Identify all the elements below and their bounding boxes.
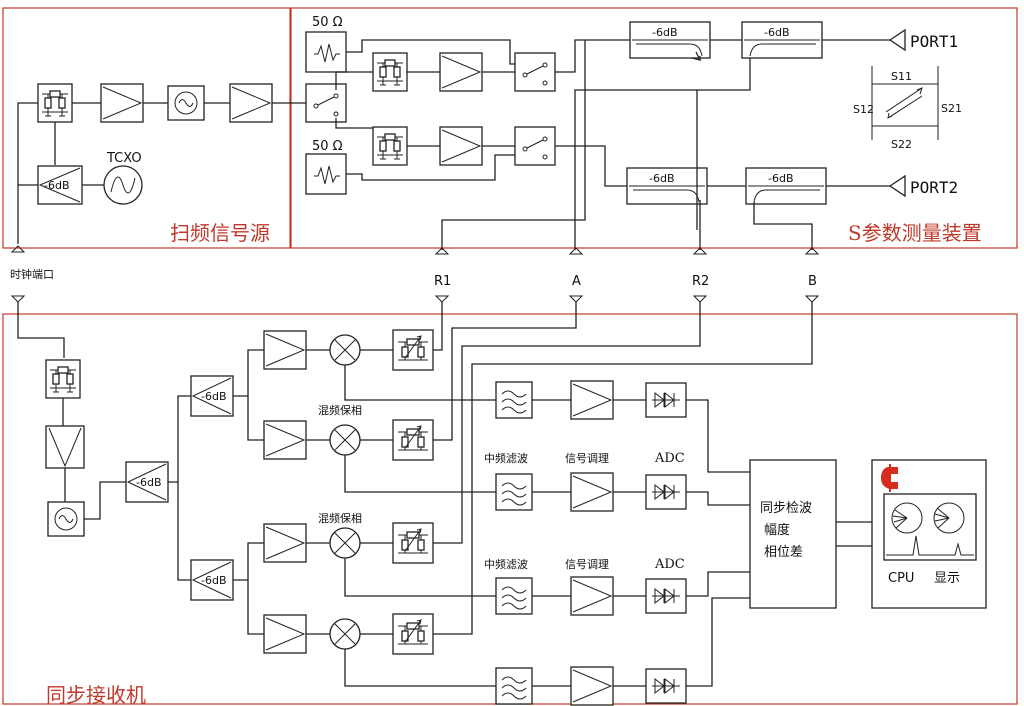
svg-text:同步检波: 同步检波 — [760, 501, 812, 516]
conditioning-2-label: 信号调理 — [565, 558, 609, 571]
svg-text:-6dB: -6dB — [764, 26, 790, 39]
tcxo-label: TCXO — [106, 151, 142, 166]
if-filter-1-label: 中频滤波 — [484, 451, 528, 465]
svg-text:-6dB: -6dB — [649, 172, 675, 185]
port1-label: PORT1 — [910, 32, 958, 51]
r1-label: R1 — [434, 274, 451, 289]
r2-label: R2 — [692, 274, 709, 289]
a-label: A — [572, 274, 581, 289]
s-param-graph: S11 S12 S21 S22 — [853, 66, 962, 151]
s-param-set: 50 Ω 50 Ω -6dB -6dB -6dB -6dB PORT1 PORT… — [305, 15, 982, 250]
adc-1-label: ADC — [654, 451, 685, 466]
cpu-label: CPU — [888, 571, 914, 586]
sync-detector — [749, 459, 837, 609]
svg-text:-6dB: -6dB — [44, 179, 70, 192]
mixer-phase-2-label: 混频保相 — [318, 511, 362, 525]
mixer-phase-1-label: 混频保相 — [318, 403, 362, 417]
svg-text:-6dB: -6dB — [768, 172, 794, 185]
adc-2-label: ADC — [654, 557, 685, 572]
svg-text:S11: S11 — [891, 70, 912, 83]
sweep-source-label: 扫频信号源 — [170, 221, 270, 245]
svg-text:S21: S21 — [941, 102, 962, 115]
svg-text:-6dB: -6dB — [201, 390, 227, 403]
receiver-label: 同步接收机 — [46, 683, 146, 706]
svg-text:幅度: 幅度 — [764, 522, 790, 538]
conditioning-1-label: 信号调理 — [565, 452, 609, 465]
svg-text:-6dB: -6dB — [652, 26, 678, 39]
sweep-source: -6dB TCXO 扫频信号源 — [11, 83, 306, 253]
clock-port-label: 时钟端口 — [10, 267, 54, 281]
port2-label: PORT2 — [910, 178, 958, 197]
cpu-display: CPU 显示 — [871, 459, 987, 609]
svg-text:S12: S12 — [853, 103, 874, 116]
b-label: B — [808, 274, 817, 289]
tcxo — [103, 165, 143, 205]
s-param-label: S参数测量装置 — [848, 221, 982, 245]
svg-text:S22: S22 — [891, 138, 912, 151]
load-bottom-label: 50 Ω — [312, 139, 343, 154]
svg-text:-6dB: -6dB — [201, 574, 227, 587]
svg-text:-6dB: -6dB — [136, 476, 162, 489]
display-label: 显示 — [934, 571, 960, 586]
if-filter-2-label: 中频滤波 — [484, 557, 528, 571]
receiver: -6dB -6dB -6dB 混频保相 混频保相 — [17, 302, 987, 706]
svg-text:相位差: 相位差 — [764, 545, 803, 560]
load-top-label: 50 Ω — [312, 15, 343, 30]
